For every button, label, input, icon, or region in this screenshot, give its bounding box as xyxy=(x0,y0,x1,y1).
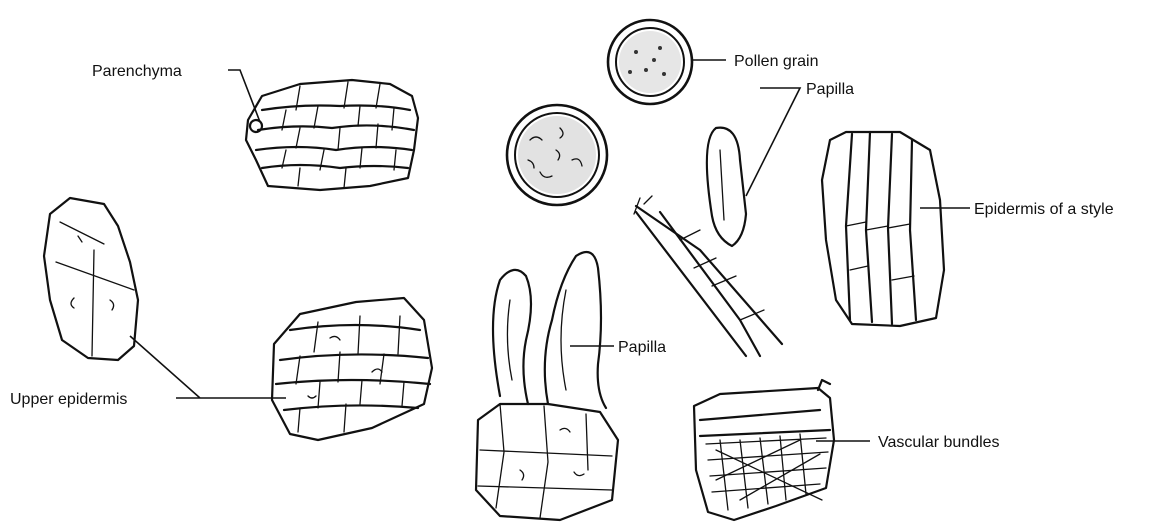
parenchyma-leader xyxy=(228,70,260,122)
vascular-bundles-drawing xyxy=(694,380,834,520)
upper-epidermis-leader xyxy=(130,336,286,398)
papilla-top-leader xyxy=(746,88,800,196)
vascular-bundles-label: Vascular bundles xyxy=(878,434,1000,451)
pollen-grain-large xyxy=(507,105,607,205)
pollen-grain-small xyxy=(608,20,692,104)
papilla-upper-drawing xyxy=(634,128,782,356)
upper-epidermis-label: Upper epidermis xyxy=(10,391,127,408)
epidermis-style-label: Epidermis of a style xyxy=(974,201,1114,218)
papilla-middle-label: Papilla xyxy=(618,339,666,356)
papilla-middle-drawing xyxy=(476,252,618,520)
papilla-top-label: Papilla xyxy=(806,81,854,98)
pollen-grain-label: Pollen grain xyxy=(734,53,819,70)
parenchyma-drawing xyxy=(246,80,418,190)
style-epidermis-drawing xyxy=(822,132,944,326)
upper-epidermis-piece-large xyxy=(272,298,432,440)
parenchyma-label: Parenchyma xyxy=(92,63,182,80)
upper-epidermis-piece-small xyxy=(44,198,138,360)
